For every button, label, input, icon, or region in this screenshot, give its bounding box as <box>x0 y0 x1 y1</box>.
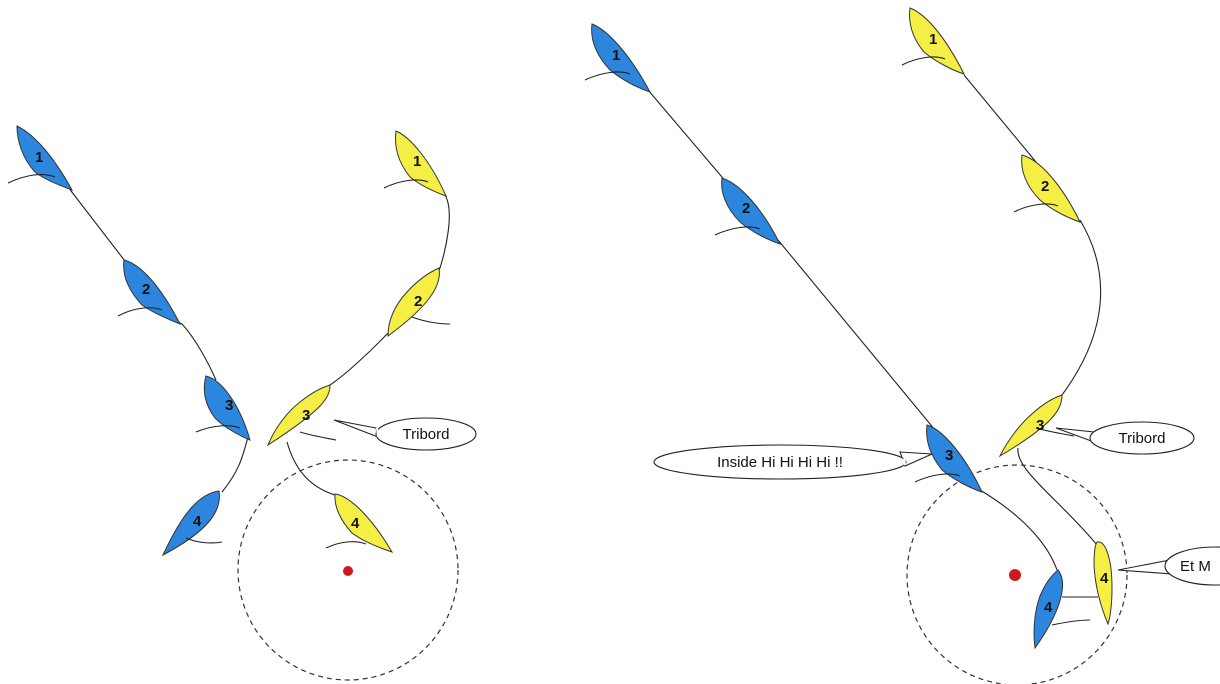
right-blue-boat-3: 3 <box>914 424 983 493</box>
left-scene: 1 2 3 4 1 2 3 <box>7 125 477 681</box>
left-blue-boat-3-label: 3 <box>225 397 233 414</box>
right-inside-text: Inside Hi Hi Hi Hi !! <box>717 454 843 471</box>
right-blue-boat-1: 1 <box>584 23 652 93</box>
left-yellow-boat-1-label: 1 <box>413 153 421 170</box>
right-yellow-boat-3: 3 <box>998 394 1075 458</box>
left-yellow-boat-2: 2 <box>387 267 451 337</box>
right-yellow-boat-1-label: 1 <box>929 31 937 48</box>
right-inside-callout: Inside Hi Hi Hi Hi !! <box>653 444 933 480</box>
right-et-m-text: Et M <box>1180 558 1211 575</box>
right-mark-buoy <box>1009 569 1021 581</box>
right-et-m-callout: Et M <box>1117 546 1220 586</box>
left-yellow-boat-4: 4 <box>325 493 394 553</box>
left-tribord-text: Tribord <box>403 426 450 443</box>
right-yellow-boat-4-label: 4 <box>1100 570 1109 587</box>
right-scene: 1 2 3 4 1 2 <box>584 7 1220 684</box>
right-tribord-callout: Tribord <box>1055 421 1195 455</box>
right-blue-boat-2-label: 2 <box>742 200 750 217</box>
right-yellow-boat-3-label: 3 <box>1036 417 1044 434</box>
left-mark-zone <box>237 459 459 681</box>
left-blue-boat-4: 4 <box>161 490 223 557</box>
right-blue-boat-4-label: 4 <box>1044 599 1053 616</box>
left-tribord-callout: Tribord <box>333 417 477 451</box>
left-yellow-boat-3-label: 3 <box>302 407 310 424</box>
right-yellow-boat-4: 4 <box>1093 541 1113 626</box>
right-blue-boat-1-label: 1 <box>612 47 620 64</box>
right-blue-boat-3-label: 3 <box>945 447 953 464</box>
left-blue-boat-2: 2 <box>117 259 182 325</box>
left-yellow-boat-3: 3 <box>266 384 337 447</box>
left-blue-boat-1: 1 <box>7 125 74 191</box>
right-tribord-text: Tribord <box>1119 430 1166 447</box>
left-yellow-boat-1: 1 <box>383 130 447 197</box>
right-yellow-track <box>963 74 1102 546</box>
right-blue-boat-2: 2 <box>714 177 781 245</box>
left-yellow-track <box>286 194 450 497</box>
left-blue-track <box>67 186 249 493</box>
left-mark-buoy <box>343 566 353 576</box>
right-yellow-boat-2: 2 <box>1013 154 1081 223</box>
left-blue-boat-1-label: 1 <box>35 149 43 166</box>
left-yellow-boat-2-label: 2 <box>414 293 422 310</box>
left-yellow-boat-4-label: 4 <box>351 515 360 532</box>
right-blue-track <box>647 89 1058 571</box>
right-yellow-boat-2-label: 2 <box>1041 178 1049 195</box>
left-blue-boat-2-label: 2 <box>142 281 150 298</box>
right-mark-zone <box>906 464 1128 684</box>
left-blue-boat-3: 3 <box>195 375 251 441</box>
right-blue-boat-4: 4 <box>1033 569 1098 650</box>
left-blue-boat-4-label: 4 <box>193 513 202 530</box>
right-yellow-boat-1: 1 <box>901 7 965 75</box>
